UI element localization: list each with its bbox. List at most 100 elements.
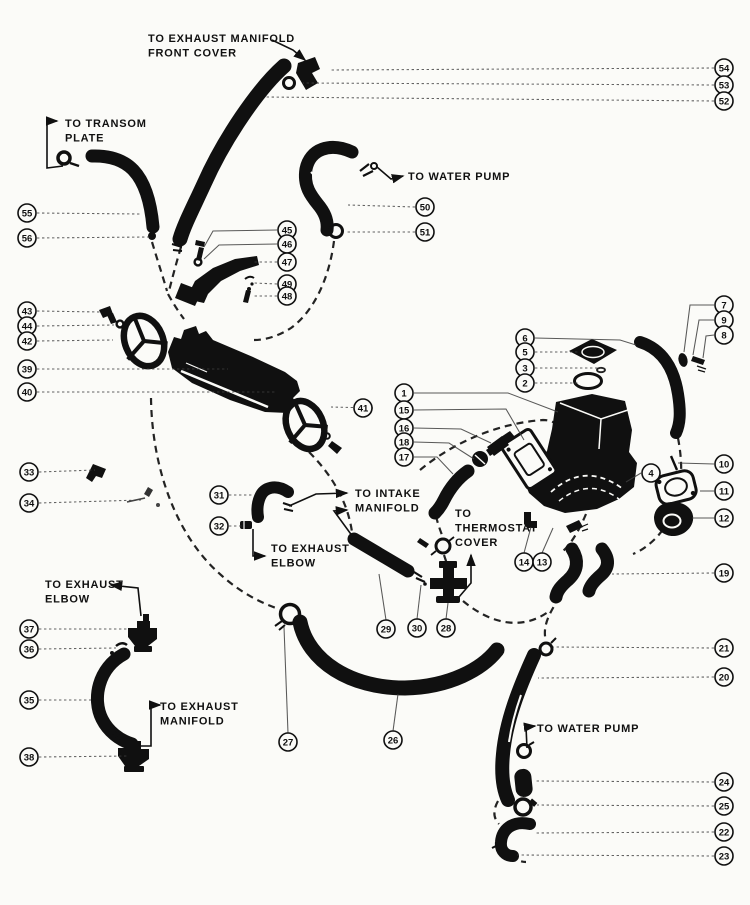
callout-number: 3 <box>522 363 527 374</box>
hose-29 <box>347 532 415 578</box>
pin-9 <box>691 356 705 365</box>
clamp-water-pump-ring <box>370 162 378 170</box>
leader-line-42 <box>36 339 114 342</box>
callout-30: 30 <box>407 618 427 638</box>
callout-24: 24 <box>714 772 734 792</box>
callout-41: 41 <box>353 398 373 418</box>
hose-6 <box>634 336 686 439</box>
callout-20: 20 <box>714 667 734 687</box>
fitting-37-stub <box>134 646 152 652</box>
gasket-15 <box>500 427 558 491</box>
callout-36: 36 <box>19 639 39 659</box>
leader-line-24 <box>535 780 715 783</box>
clamp-30-dot <box>423 582 427 586</box>
tee-28-nut <box>439 561 457 568</box>
washer-41 <box>323 432 331 440</box>
fitting-38-stub <box>124 766 144 772</box>
pin-mid <box>417 538 429 548</box>
callout-number: 1 <box>401 388 407 399</box>
callout-55: 55 <box>17 203 37 223</box>
callout-23: 23 <box>714 846 734 866</box>
label-arrow-6 <box>458 553 476 598</box>
callout-number: 34 <box>24 498 35 509</box>
callout-number: 13 <box>537 557 548 568</box>
leader-line-21 <box>552 646 715 649</box>
callout-number: 47 <box>282 257 293 268</box>
fitting-14 <box>524 512 537 528</box>
leader-line-56 <box>36 236 150 239</box>
clip-49-dot <box>250 282 254 286</box>
leader-line-17 <box>414 456 454 475</box>
pin-48-head <box>247 287 251 291</box>
wheel-cover-41 <box>282 397 328 453</box>
leader-line-29 <box>378 573 387 621</box>
leader-line-13 <box>541 527 554 554</box>
callout-37: 37 <box>19 619 39 639</box>
label-arrow-0 <box>271 39 307 62</box>
callout-number: 52 <box>719 96 730 107</box>
callout-52: 52 <box>714 91 734 111</box>
annotation-arrows <box>45 39 537 749</box>
thermostat-housing <box>524 394 637 513</box>
pin-13 <box>566 520 583 533</box>
leader-line-34 <box>38 499 142 504</box>
callout-number: 27 <box>283 737 294 748</box>
callout-number: 23 <box>719 851 730 862</box>
callout-17: 17 <box>394 447 414 467</box>
callout-number: 39 <box>22 364 33 375</box>
leader-line-44 <box>36 324 115 327</box>
leader-line-28 <box>445 602 449 620</box>
callout-number: 21 <box>719 643 730 654</box>
callout-number: 12 <box>719 513 730 524</box>
label-line: FRONT COVER <box>148 48 237 60</box>
label-line: TO EXHAUST MANIFOLD <box>148 33 295 45</box>
label-arrow-8 <box>141 700 162 747</box>
label-arrow-2 <box>376 166 405 184</box>
hose-highlight <box>310 171 318 179</box>
callout-number: 30 <box>412 623 423 634</box>
fasteners-34 <box>126 487 160 507</box>
label-arrow-4 <box>332 506 362 549</box>
washer-46 <box>193 257 203 267</box>
leader-line-1 <box>414 392 559 413</box>
leader-line-22 <box>533 831 715 834</box>
leader-line-6 <box>534 337 637 346</box>
plug-7 <box>678 353 688 367</box>
callout-number: 32 <box>214 521 225 532</box>
label-line: TO INTAKE <box>355 488 420 500</box>
callout-13: 13 <box>532 552 552 572</box>
pin-48 <box>243 290 251 303</box>
callout-number: 53 <box>719 80 730 91</box>
clamp-21 <box>538 641 554 657</box>
leader-line-18 <box>413 441 475 460</box>
callout-14: 14 <box>514 552 534 572</box>
label-line: ELBOW <box>45 594 90 606</box>
clamp-ring-24-tick <box>528 741 535 746</box>
callout-number: 36 <box>24 644 35 655</box>
callout-54: 54 <box>714 58 734 78</box>
callout-27: 27 <box>278 732 298 752</box>
label-line: TO EXHAUST <box>160 701 239 713</box>
leader-line-26 <box>392 693 399 732</box>
callout-number: 17 <box>399 452 410 463</box>
label-line: TO WATER PUMP <box>408 171 510 183</box>
hose-17 <box>428 464 475 520</box>
fitting-37 <box>128 621 157 646</box>
callout-number: 41 <box>358 403 369 414</box>
tee-28 <box>430 567 467 602</box>
label-arrow-1 <box>45 116 64 169</box>
clamp-53 <box>282 76 296 90</box>
clamp-27-ticks <box>274 620 286 631</box>
leader-line-14 <box>523 526 532 554</box>
leader-line-7 <box>683 304 714 353</box>
clamp-36 <box>115 642 128 647</box>
stud-10 <box>669 455 679 471</box>
callout-number: 40 <box>22 387 33 398</box>
parts-artwork <box>56 57 707 862</box>
callout-29: 29 <box>376 619 396 639</box>
wheel-cover-42 <box>120 312 168 370</box>
hose-20-highlight <box>508 694 522 743</box>
